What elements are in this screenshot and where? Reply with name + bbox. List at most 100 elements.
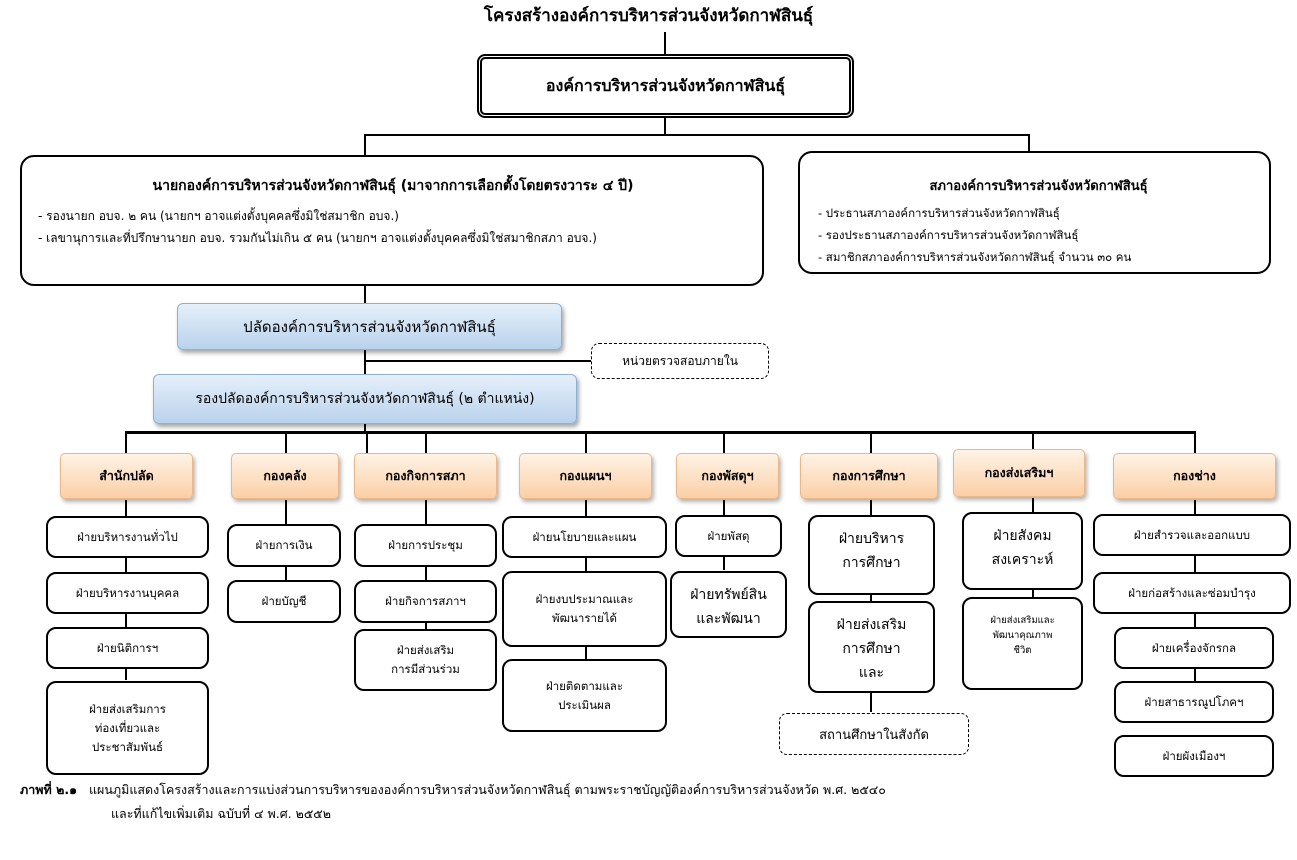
schools-label: สถานศึกษาในสังกัด bbox=[819, 727, 929, 743]
division-box: ฝ่ายติดตามและ ประเมินผล bbox=[502, 659, 667, 732]
audit-box: หน่วยตรวจสอบภายใน bbox=[591, 343, 769, 379]
deputy-palad-box: รองปลัดองค์การบริหารส่วนจังหวัดกาฬสินธุ์… bbox=[153, 374, 577, 424]
deputy-palad-label: รองปลัดองค์การบริหารส่วนจังหวัดกาฬสินธุ์… bbox=[195, 391, 535, 407]
figure-caption: ภาพที่ ๒.๑ แผนภูมิแสดงโครงสร้างและการแบ่… bbox=[20, 778, 1280, 826]
dept-label: กองพัสดุฯ bbox=[701, 468, 754, 483]
division-label: ฝ่ายสังคม สงเคราะห์ bbox=[991, 528, 1054, 568]
division-box: ฝ่ายส่งเสริม การมีส่วนร่วม bbox=[354, 629, 497, 691]
dept-label: สำนักปลัด bbox=[99, 468, 154, 483]
connector bbox=[364, 134, 366, 155]
division-box: ฝ่ายส่งเสริมการ ท่องเที่ยวและ ประชาสัมพั… bbox=[46, 681, 209, 775]
council-box: สภาองค์การบริหารส่วนจังหวัดกาฬสินธุ์ - ป… bbox=[798, 151, 1271, 274]
mayor-line: - รองนายก อบจ. ๒ คน (นายกฯ อาจแต่งตั้งบุ… bbox=[38, 209, 399, 223]
connector bbox=[1032, 431, 1034, 449]
division-box: ฝ่ายส่งเสริม การศึกษา และ bbox=[808, 601, 935, 693]
division-label: ฝ่ายนโยบายและแผน bbox=[532, 529, 637, 544]
dept-label: กองคลัง bbox=[263, 468, 307, 483]
connector bbox=[125, 431, 127, 453]
dept-label: กองการศึกษา bbox=[832, 468, 906, 483]
connector bbox=[664, 118, 666, 135]
dept-box: กองพัสดุฯ bbox=[676, 453, 779, 499]
dept-box: กองการศึกษา bbox=[800, 453, 938, 499]
dept-label: กองกิจการสภา bbox=[385, 468, 466, 483]
schools-box: สถานศึกษาในสังกัด bbox=[779, 713, 969, 755]
connector bbox=[1028, 134, 1030, 151]
connector bbox=[723, 431, 725, 453]
division-box: ฝ่ายบริหาร การศึกษา bbox=[808, 515, 935, 595]
division-label: ฝ่ายส่งเสริมการ ท่องเที่ยวและ ประชาสัมพั… bbox=[89, 701, 166, 754]
palad-label: ปลัดองค์การบริหารส่วนจังหวัดกาฬสินธุ์ bbox=[243, 317, 496, 336]
connector bbox=[364, 134, 1029, 136]
council-line: - ประธานสภาองค์การบริหารส่วนจังหวัดกาฬสิ… bbox=[818, 206, 1060, 220]
caption-label: ภาพที่ ๒.๑ bbox=[20, 782, 78, 797]
dept-box: กองคลัง bbox=[231, 453, 339, 499]
division-label: ฝ่ายผังเมืองฯ bbox=[1162, 748, 1226, 763]
division-box: ฝ่ายนโยบายและแผน bbox=[502, 516, 667, 558]
dept-label: กองแผนฯ bbox=[559, 468, 612, 483]
division-box: ฝ่ายพัสดุ bbox=[675, 515, 782, 557]
division-label: ฝ่ายบริหาร การศึกษา bbox=[838, 531, 905, 571]
division-box: ฝ่ายการเงิน bbox=[227, 524, 341, 567]
division-box: ฝ่ายสาธารณูปโภคฯ bbox=[1114, 681, 1274, 723]
division-label: ฝ่ายส่งเสริม การศึกษา และ bbox=[836, 617, 907, 681]
division-box: ฝ่ายทรัพย์สิน และพัฒนา bbox=[670, 571, 787, 638]
division-label: ฝ่ายนิติการฯ bbox=[96, 640, 159, 655]
connector bbox=[364, 350, 366, 374]
division-label: ฝ่ายการประชุม bbox=[388, 538, 463, 552]
caption-text: และที่แก้ไขเพิ่มเติม ฉบับที่ ๔ พ.ศ. ๒๕๕๒ bbox=[111, 806, 332, 821]
audit-label: หน่วยตรวจสอบภายใน bbox=[622, 353, 738, 368]
connector bbox=[664, 32, 666, 54]
division-label: ฝ่ายทรัพย์สิน และพัฒนา bbox=[690, 587, 767, 627]
division-label: ฝ่ายบริหารงานบุคคล bbox=[75, 585, 180, 600]
division-label: ฝ่ายบริหารงานทั่วไป bbox=[77, 529, 178, 544]
chart-title: โครงสร้างองค์การบริหารส่วนจังหวัดกาฬสินธ… bbox=[483, 6, 814, 26]
division-label: ฝ่ายพัสดุ bbox=[707, 528, 750, 543]
connector bbox=[870, 431, 872, 453]
division-label: ฝ่ายสำรวจและออกแบบ bbox=[1133, 527, 1251, 542]
division-label: ฝ่ายการเงิน bbox=[255, 538, 313, 552]
mayor-heading: นายกองค์การบริหารส่วนจังหวัดกาฬสินธุ์ (ม… bbox=[152, 178, 634, 194]
council-line: - รองประธานสภาองค์การบริหารส่วนจังหวัดกา… bbox=[818, 228, 1079, 242]
dept-box: กองช่าง bbox=[1113, 453, 1276, 499]
division-box: ฝ่ายสำรวจและออกแบบ bbox=[1093, 514, 1291, 556]
division-label: ฝ่ายส่งเสริมและ พัฒนาคุณภาพ ชีวิต bbox=[990, 615, 1055, 656]
connector bbox=[364, 424, 366, 433]
division-box: ฝ่ายบัญชี bbox=[227, 580, 341, 623]
division-box: ฝ่ายก่อสร้างและซ่อมบำรุง bbox=[1093, 572, 1291, 614]
division-box: ฝ่ายบริหารงานทั่วไป bbox=[46, 516, 209, 558]
top-org-label: องค์การบริหารส่วนจังหวัดกาฬสินธุ์ bbox=[545, 75, 786, 95]
division-box: ฝ่ายงบประมาณและ พัฒนารายได้ bbox=[502, 571, 667, 647]
division-box: ฝ่ายบริหารงานบุคคล bbox=[46, 572, 209, 614]
dept-box: กองแผนฯ bbox=[519, 453, 652, 499]
council-line: - สมาชิกสภาองค์การบริหารส่วนจังหวัดกาฬสิ… bbox=[818, 250, 1132, 264]
division-box: ฝ่ายเครื่องจักรกล bbox=[1114, 627, 1274, 669]
division-box: ฝ่ายกิจการสภาฯ bbox=[354, 580, 497, 623]
division-label: ฝ่ายส่งเสริม การมีส่วนร่วม bbox=[391, 643, 460, 676]
division-label: ฝ่ายบัญชี bbox=[261, 594, 307, 608]
dept-label: กองช่าง bbox=[1173, 468, 1216, 483]
dept-label: กองส่งเสริมฯ bbox=[984, 465, 1054, 480]
division-label: ฝ่ายงบประมาณและ พัฒนารายได้ bbox=[535, 592, 634, 625]
division-label: ฝ่ายกิจการสภาฯ bbox=[385, 594, 466, 608]
mayor-box: นายกองค์การบริหารส่วนจังหวัดกาฬสินธุ์ (ม… bbox=[20, 155, 764, 286]
division-label: ฝ่ายสาธารณูปโภคฯ bbox=[1144, 694, 1244, 709]
top-org-box: องค์การบริหารส่วนจังหวัดกาฬสินธุ์ bbox=[477, 54, 854, 118]
division-box: ฝ่ายส่งเสริมและ พัฒนาคุณภาพ ชีวิต bbox=[962, 597, 1083, 690]
division-label: ฝ่ายติดตามและ ประเมินผล bbox=[545, 678, 623, 712]
connector bbox=[1194, 431, 1196, 453]
division-box: ฝ่ายผังเมืองฯ bbox=[1114, 735, 1274, 777]
council-heading: สภาองค์การบริหารส่วนจังหวัดกาฬสินธุ์ bbox=[929, 179, 1148, 194]
dept-box: กองส่งเสริมฯ bbox=[953, 449, 1085, 497]
division-box: ฝ่ายสังคม สงเคราะห์ bbox=[962, 512, 1083, 590]
connector bbox=[585, 431, 587, 453]
division-label: ฝ่ายก่อสร้างและซ่อมบำรุง bbox=[1128, 585, 1256, 600]
division-box: ฝ่ายนิติการฯ bbox=[46, 627, 209, 669]
division-label: ฝ่ายเครื่องจักรกล bbox=[1151, 640, 1237, 655]
connector bbox=[364, 286, 366, 303]
connector bbox=[125, 431, 1196, 434]
connector bbox=[285, 431, 287, 453]
caption-text: แผนภูมิแสดงโครงสร้างและการแบ่งส่วนการบริ… bbox=[88, 782, 886, 797]
connector bbox=[425, 431, 427, 453]
connector bbox=[366, 431, 368, 453]
division-box: ฝ่ายการประชุม bbox=[354, 524, 497, 567]
